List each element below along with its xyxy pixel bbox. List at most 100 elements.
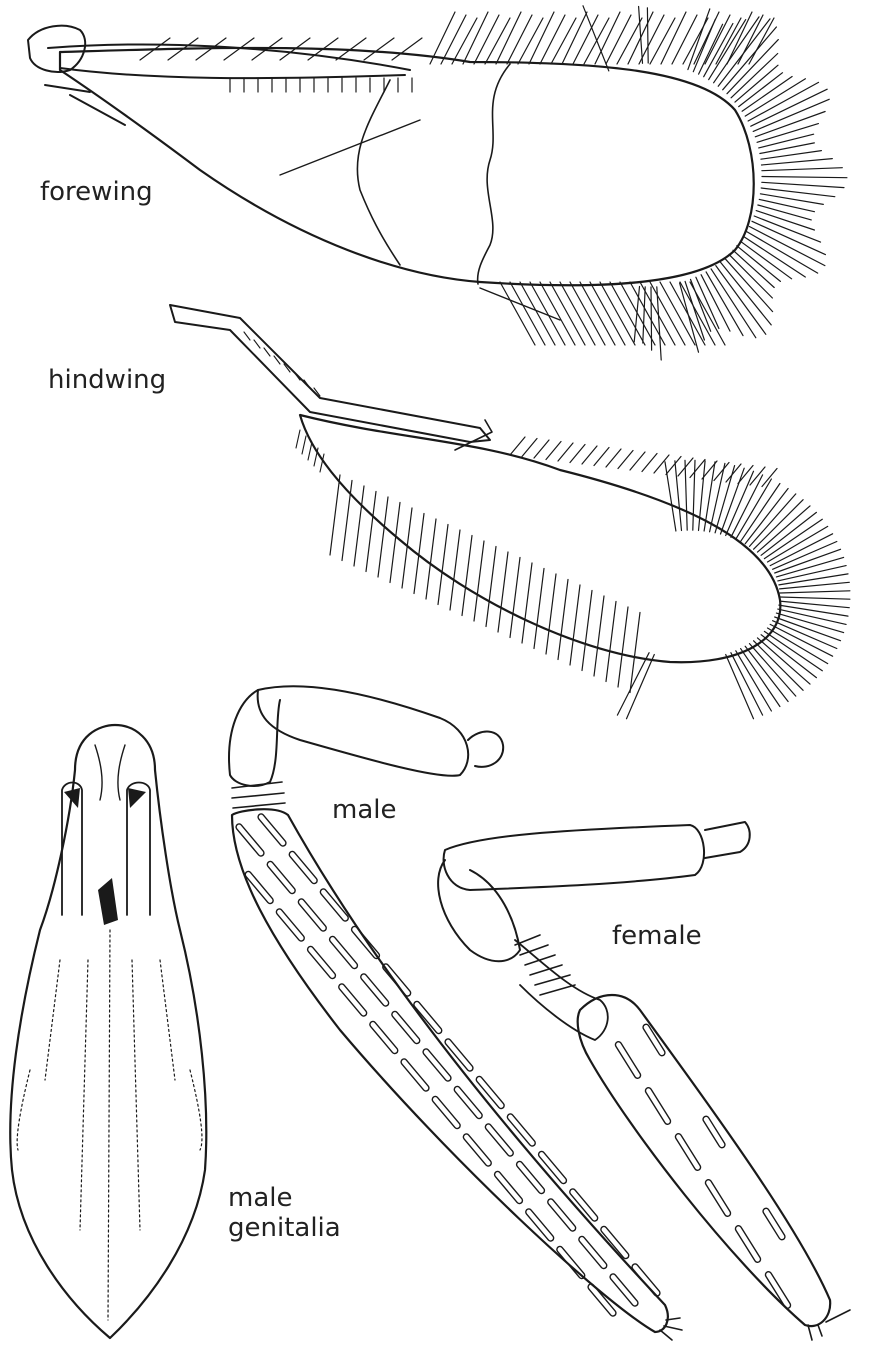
male-sensillum: [297, 898, 327, 932]
forewing-fringe-hair: [573, 15, 598, 64]
female-sensilla: [614, 1023, 791, 1309]
hindwing-seta: [264, 348, 270, 356]
forewing-fringe-hair: [639, 15, 664, 64]
female-pedicel: [438, 860, 520, 961]
male-sensillum: [369, 1020, 399, 1054]
hindwing-fringe-hair: [773, 542, 837, 570]
forewing-fringe-hair: [530, 282, 565, 345]
male-genitalia-label-line2: genitalia: [228, 1214, 341, 1244]
female-sensillum: [702, 1115, 726, 1149]
hindwing-fringe-hair: [582, 446, 597, 464]
male-sensillum: [578, 1235, 608, 1269]
hindwing-fringe-hair: [666, 457, 681, 475]
forewing-fringe: [430, 6, 847, 360]
male-sensillum: [400, 1058, 430, 1092]
female-radicle: [705, 822, 750, 858]
hindwing-fringe-hair: [522, 439, 537, 457]
hindwing-fringe-hair: [378, 497, 388, 577]
forewing-fringe-hair: [510, 282, 545, 345]
male-sensillum: [257, 813, 287, 847]
hindwing-fringe-hair: [750, 467, 765, 485]
male-scape: [258, 686, 469, 776]
forewing-fringe-hair: [518, 18, 543, 64]
forewing-fringe-hair: [643, 287, 645, 343]
hindwing-fringe-hair: [462, 536, 472, 616]
hindwing-fringe-hair: [510, 437, 525, 455]
forewing-fringe-hair: [647, 8, 648, 63]
hindwing-fringe-hair: [618, 451, 633, 469]
hindwing-seta: [296, 430, 300, 448]
forewing-fringe-hair: [606, 15, 631, 64]
forewing-label: forewing: [40, 178, 153, 208]
forewing-fringe-hair: [660, 282, 695, 345]
hindwing-fringe-hair: [675, 461, 682, 531]
forewing-fringe-hair: [550, 282, 585, 345]
hindwing-fringe-hair: [630, 452, 645, 470]
hindwing-fringe-hair: [522, 563, 532, 643]
forewing-fringe-hair: [485, 18, 510, 64]
male-pedicel: [229, 690, 280, 786]
genitalia-digitus-left: [62, 783, 82, 916]
forewing-fringe-hair: [474, 15, 499, 64]
hindwing-fringe-hair: [570, 445, 585, 463]
forewing-fringe-hair: [748, 82, 818, 121]
hindwing-fringe-hair: [390, 503, 400, 583]
hindwing-seta: [308, 442, 312, 460]
male-sensillum: [360, 973, 390, 1007]
forewing-fringe-hair: [742, 77, 792, 112]
hindwing-fringe-hair: [558, 443, 573, 461]
hindwing-fringe-hair: [570, 585, 580, 665]
forewing-fringe-hair: [762, 182, 844, 187]
forewing-fringe-hair: [762, 159, 833, 165]
hindwing-fringe-hair: [558, 580, 568, 660]
hindwing-fringe-hair: [710, 463, 725, 531]
female-antenna-drawing: [438, 822, 850, 1340]
hindwing-fringe-hair: [498, 552, 508, 632]
forewing-fringe-hair: [737, 246, 781, 282]
male-sensillum: [235, 823, 265, 857]
male-sensillum: [391, 1010, 421, 1044]
forewing-seta: [392, 38, 422, 60]
hindwing-fringe-hair: [780, 597, 850, 599]
male-sensillum: [431, 1095, 461, 1129]
female-funicle-outline: [515, 940, 608, 1040]
forewing-fringe-hair: [762, 177, 847, 178]
male-sensillum: [288, 850, 318, 884]
hindwing-fringe-hair: [438, 525, 448, 605]
forewing-crease-1: [357, 80, 400, 265]
forewing-fringe-hair: [570, 282, 605, 345]
forewing-fringe-hair: [452, 18, 477, 64]
forewing-fringe-hair: [759, 134, 814, 148]
male-label: male: [332, 796, 396, 826]
hindwing-fringe-hair: [606, 449, 621, 467]
female-scape: [444, 825, 704, 890]
male-sensillum: [275, 908, 305, 942]
forewing-fringe-hair: [590, 282, 625, 345]
hindwing-fringe-hair: [582, 591, 592, 671]
hindwing-fringe-hair: [773, 621, 837, 649]
forewing-fringe-hair: [584, 18, 609, 64]
forewing-fringe-hair: [749, 227, 825, 266]
forewing-fringe-hair: [762, 168, 842, 171]
female-sensillum: [614, 1041, 641, 1080]
forewing-crease-2: [478, 64, 510, 284]
hindwing-setae: [244, 332, 324, 472]
forewing-fringe-hair: [580, 282, 615, 345]
male-sensillum: [328, 935, 358, 969]
forewing-fringe-hair: [620, 282, 655, 345]
female-label: female: [612, 922, 702, 952]
forewing-fringe-hair: [744, 237, 806, 278]
hindwing-fringe-hair: [642, 454, 657, 472]
forewing-outline: [60, 48, 754, 285]
forewing-fringe-hair: [441, 15, 466, 64]
male-radicle: [468, 732, 503, 767]
male-genitalia-drawing: [10, 725, 206, 1338]
hindwing-fringe-hair: [606, 602, 616, 682]
female-sensillum: [704, 1179, 731, 1218]
male-sensillum: [462, 1133, 492, 1167]
hindwing-fringe-hair: [366, 492, 376, 572]
hindwing-fringe-hair: [741, 484, 780, 542]
forewing-fringe-hair: [651, 287, 652, 350]
forewing-fringe-hair: [500, 282, 535, 345]
hindwing-fringe-hair: [736, 479, 772, 539]
